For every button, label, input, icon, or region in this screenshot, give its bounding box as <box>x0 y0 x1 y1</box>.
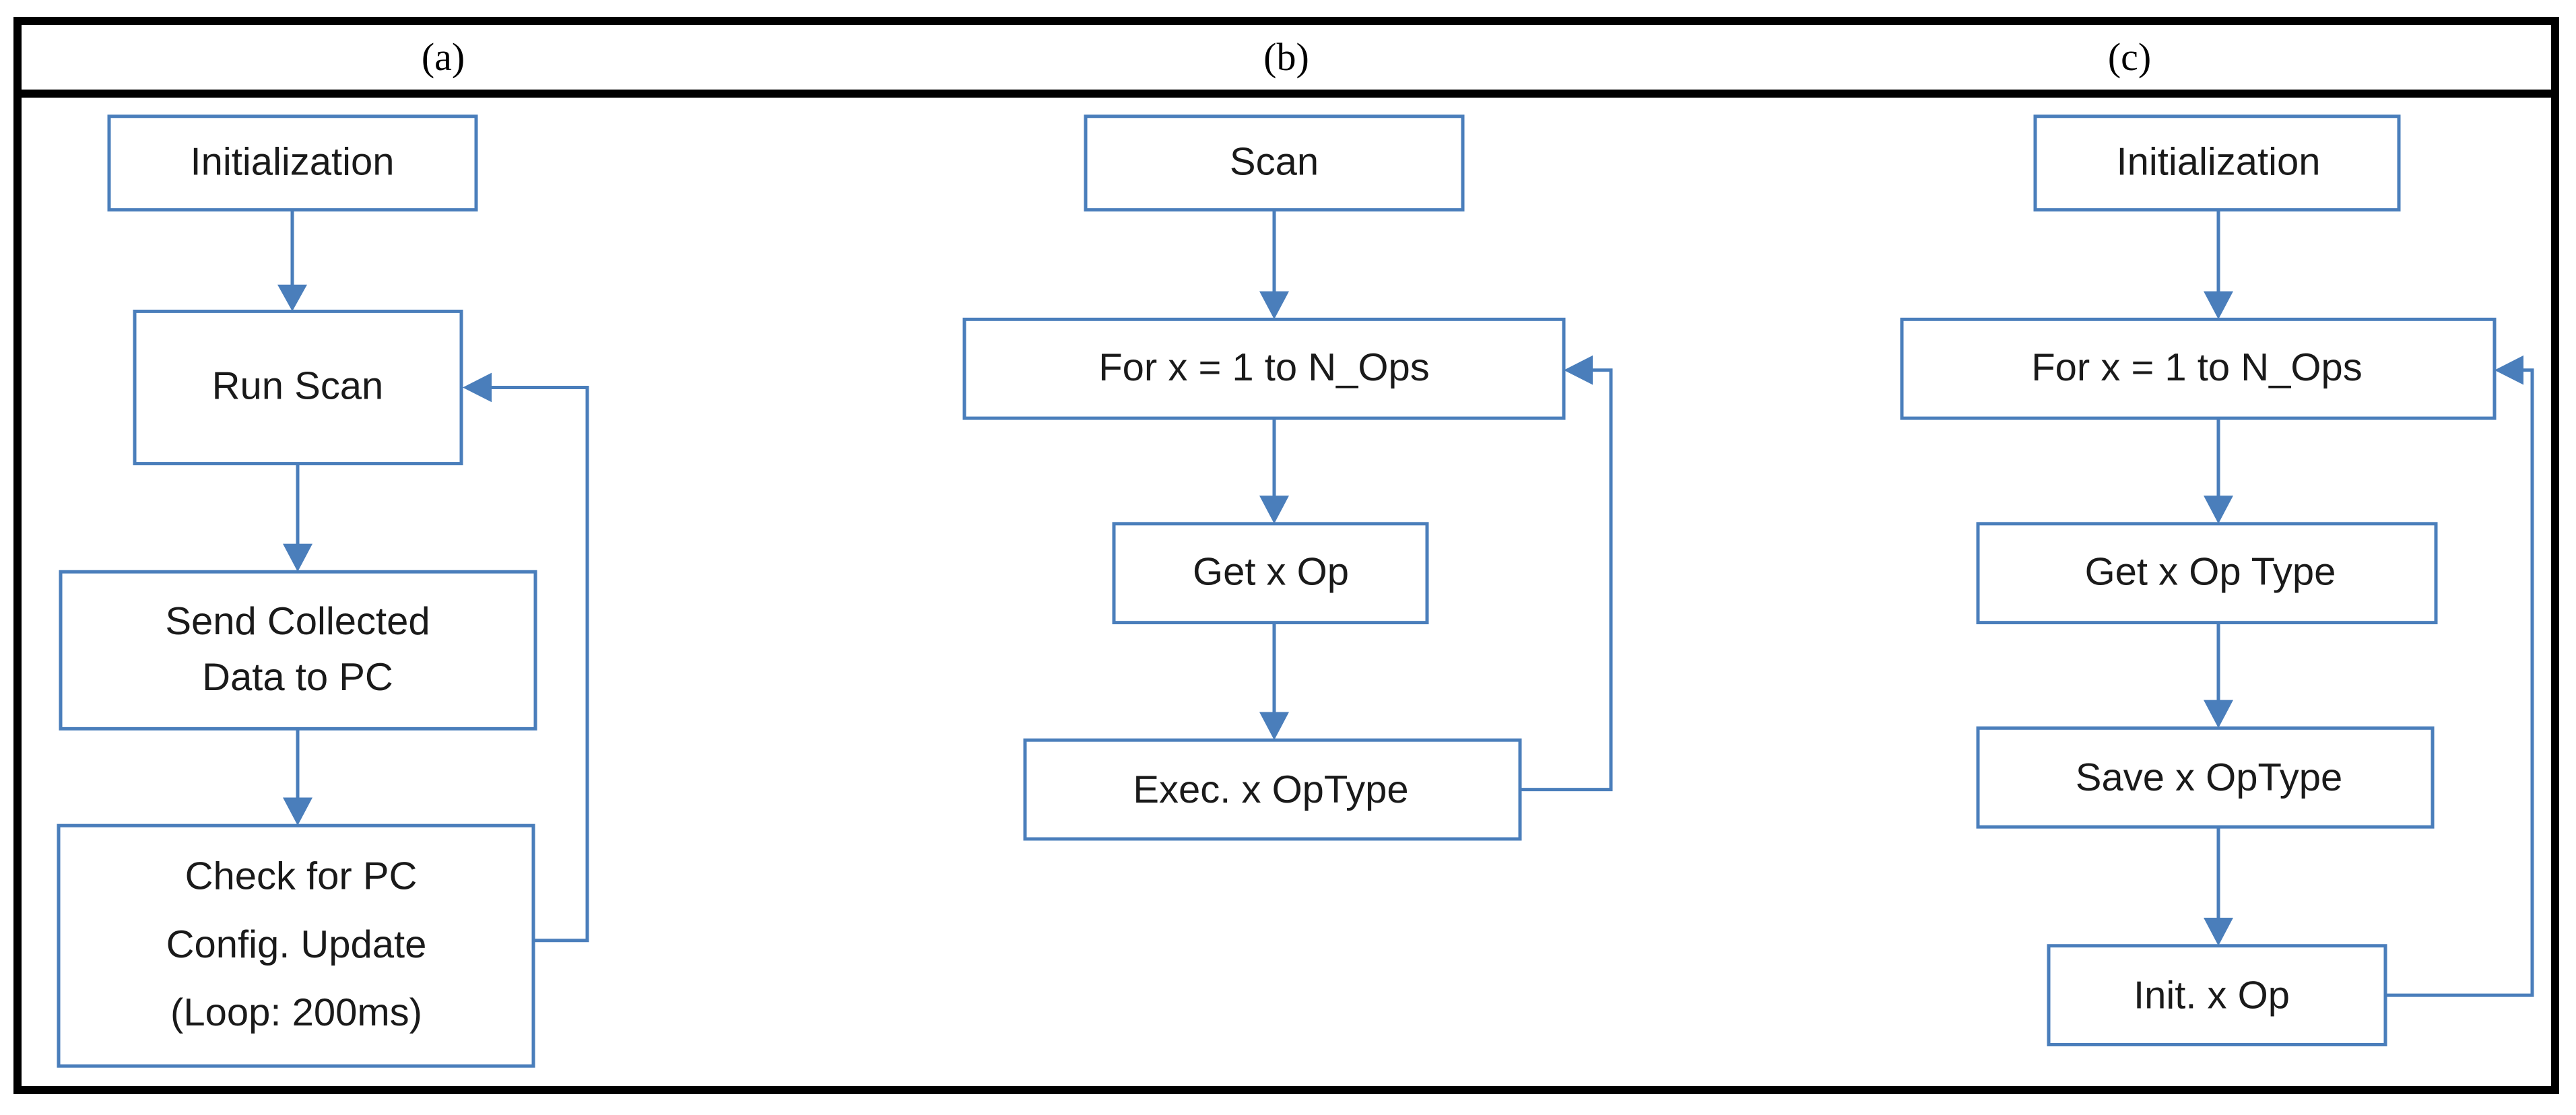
node-label: Save x OpType <box>2076 756 2342 799</box>
node-box <box>1084 114 1465 212</box>
arrow-head-icon <box>2204 700 2233 729</box>
flowchart-column-a: Initialization Run Scan <box>57 114 589 1068</box>
arrow-head-icon <box>283 543 312 572</box>
edge-loop-back-to-for-loop-c <box>2385 355 2534 997</box>
node-label: Get x Op Type <box>2085 551 2336 594</box>
node-init-x-op[interactable]: Init. x Op <box>2047 944 2387 1046</box>
arrow-head-icon <box>2204 918 2233 946</box>
edge-loop-back-to-run-scan <box>463 372 589 943</box>
node-box <box>1976 726 2435 829</box>
edge-send-collected-data-to-check-for-pc-config <box>283 729 312 826</box>
flowchart-column-b: Scan For x = 1 to N_Ops <box>962 114 1613 841</box>
column-header-row: (a) (b) (c) <box>22 25 2551 98</box>
edge-loop-back-to-for-loop-b <box>1520 355 1613 792</box>
node-box <box>1023 738 1522 841</box>
edge-scan-to-for-loop <box>1259 209 1289 320</box>
arrow-head-icon <box>1564 355 1593 385</box>
node-label: Initialization <box>191 141 395 184</box>
node-label: Scan <box>1230 141 1319 184</box>
edge-for-loop-to-get-x-op-type <box>2204 418 2233 524</box>
edge-initialization-to-for-loop-c <box>2204 209 2233 320</box>
node-exec-x-optype[interactable]: Exec. x OpType <box>1023 738 1522 841</box>
node-initialization-a[interactable]: Initialization <box>107 114 478 212</box>
arrow-head-icon <box>463 372 492 403</box>
arrow-head-icon <box>2204 496 2233 524</box>
node-label: Exec. x OpType <box>1133 768 1408 811</box>
node-label-line-1: Send Collected <box>165 600 430 643</box>
column-header-a: (a) <box>421 35 465 79</box>
connector-path <box>486 386 589 943</box>
connector-path <box>2385 368 2534 997</box>
edge-get-x-op-type-to-save-x-optype <box>2204 622 2233 729</box>
node-run-scan[interactable]: Run Scan <box>133 309 463 466</box>
node-save-x-optype[interactable]: Save x OpType <box>1976 726 2435 829</box>
node-check-for-pc-config-update[interactable]: Check for PC Config. Update (Loop: 200ms… <box>57 823 535 1068</box>
figure-frame: (a) (b) (c) Initialization <box>13 17 2559 1094</box>
node-box <box>59 570 537 731</box>
edge-get-x-op-to-exec-x-optype <box>1259 622 1289 741</box>
node-send-collected-data-to-pc[interactable]: Send Collected Data to PC <box>59 570 537 731</box>
node-label: Init. x Op <box>2134 974 2290 1017</box>
connector-path <box>1520 368 1613 792</box>
node-initialization-c[interactable]: Initialization <box>2033 114 2401 212</box>
arrow-head-icon <box>1259 291 1289 320</box>
node-for-loop-c[interactable]: For x = 1 to N_Ops <box>1900 317 2497 420</box>
column-header-c: (c) <box>2107 35 2152 79</box>
node-box <box>133 309 463 466</box>
node-box <box>2033 114 2401 212</box>
node-get-x-op-type[interactable]: Get x Op Type <box>1976 522 2438 625</box>
node-label-line-3: (Loop: 200ms) <box>170 991 422 1034</box>
arrow-head-icon <box>283 797 312 826</box>
flowcharts-svg: Initialization Run Scan <box>57 114 2534 1068</box>
node-label: For x = 1 to N_Ops <box>2031 346 2362 389</box>
arrow-head-icon <box>1259 496 1289 524</box>
arrow-head-icon <box>277 284 307 312</box>
node-box <box>107 114 478 212</box>
node-label: Initialization <box>2117 141 2321 184</box>
node-label-line-2: Config. Update <box>166 923 427 966</box>
node-get-x-op[interactable]: Get x Op <box>1112 522 1429 625</box>
arrow-head-icon <box>1259 712 1289 741</box>
node-label-line-2: Data to PC <box>202 656 393 699</box>
node-label: For x = 1 to N_Ops <box>1098 346 1429 389</box>
node-box <box>57 823 535 1068</box>
node-scan[interactable]: Scan <box>1084 114 1465 212</box>
edge-save-x-optype-to-init-x-op <box>2204 827 2233 946</box>
node-label-line-1: Check for PC <box>185 855 418 898</box>
flowchart-column-c: Initialization For x = 1 to N_Ops <box>1900 114 2534 1046</box>
node-box <box>1976 522 2438 625</box>
node-box <box>1900 317 2497 420</box>
flowcharts-row: Initialization Run Scan <box>22 98 2551 1086</box>
node-label: Run Scan <box>212 365 384 408</box>
edge-for-loop-to-get-x-op <box>1259 418 1289 524</box>
column-header-b: (b) <box>1263 35 1309 79</box>
node-label: Get x Op <box>1193 551 1349 594</box>
edge-run-scan-to-send-collected-data <box>283 463 312 572</box>
node-for-loop-b[interactable]: For x = 1 to N_Ops <box>962 317 1566 420</box>
arrow-head-icon <box>2495 355 2523 385</box>
edge-initialization-to-run-scan <box>277 209 307 312</box>
node-box <box>962 317 1566 420</box>
arrow-head-icon <box>2204 291 2233 320</box>
node-box <box>1112 522 1429 625</box>
